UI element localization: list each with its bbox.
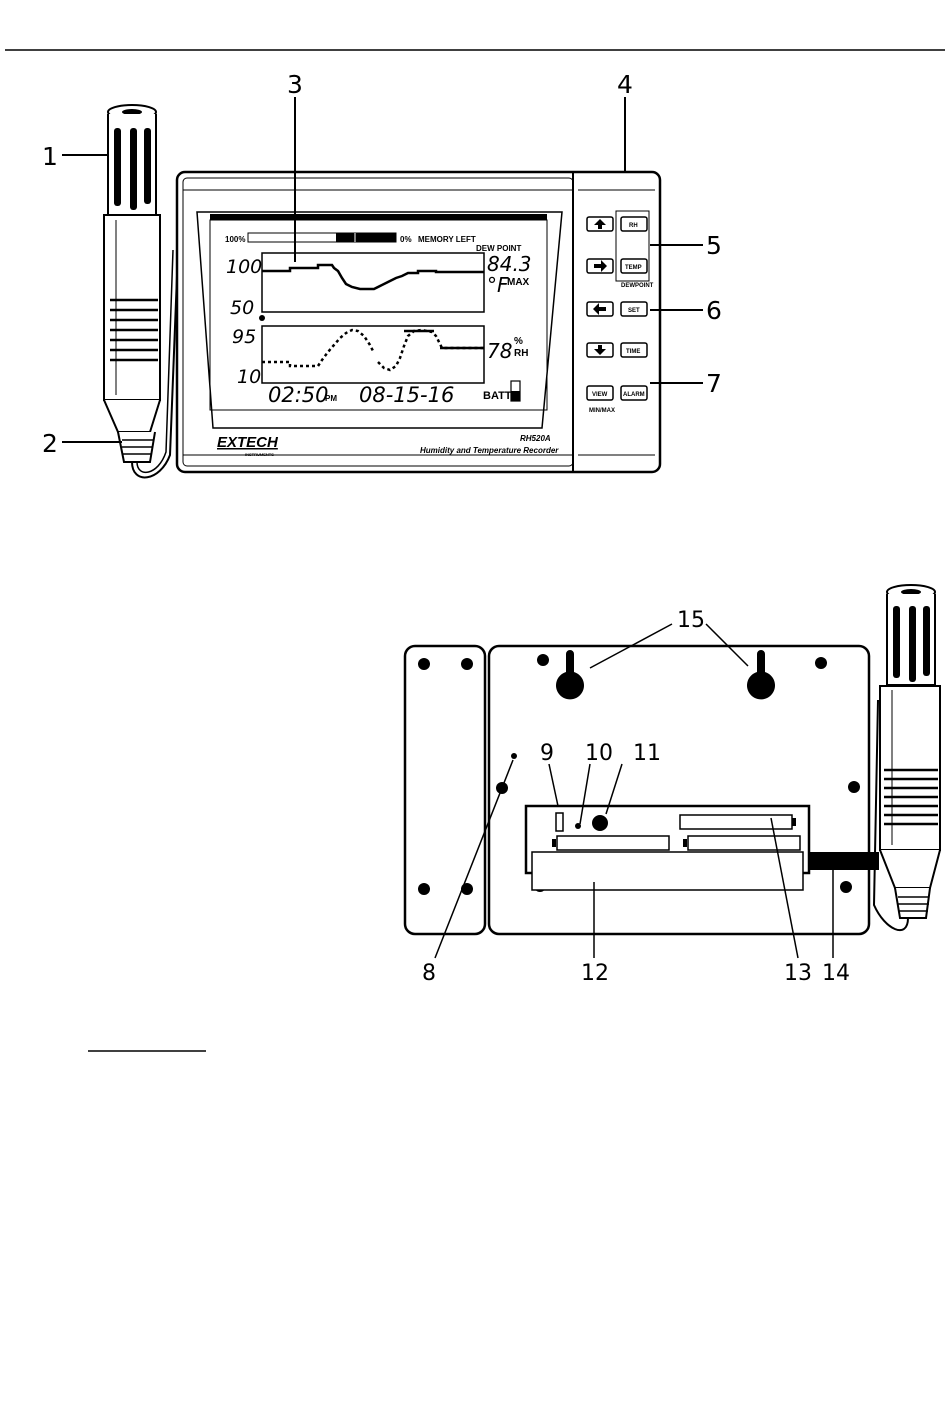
callout-7: 7 [706, 369, 722, 398]
rh-value: 78 [487, 339, 512, 363]
dewpoint-label: DEWPOINT [621, 283, 654, 289]
rh-button-label: RH [629, 223, 638, 229]
ampm-label: PM [325, 394, 337, 403]
view-button-label: VIEW [592, 392, 608, 398]
product-name: Humidity and Temperature Recorder [420, 446, 559, 455]
temp-scale-bottom: 50 [230, 297, 254, 319]
callout-5: 5 [706, 231, 722, 260]
callout-3: 3 [287, 70, 303, 99]
max-label: MAX [507, 277, 530, 288]
callout-8: 8 [422, 961, 436, 986]
temp-unit: °F [487, 273, 509, 297]
callout-4: 4 [617, 70, 633, 99]
alarm-button-label: ALARM [623, 392, 645, 398]
callout-11: 11 [633, 741, 661, 766]
brand-sub: INSTRUMENTS [245, 452, 274, 457]
time-readout: 02:50 [268, 383, 329, 407]
callout-9: 9 [540, 741, 554, 766]
callout-10: 10 [585, 741, 613, 766]
callout-1: 1 [42, 142, 58, 171]
rh-label: RH [514, 348, 528, 359]
model-number: RH520A [520, 434, 551, 443]
probe-rear [874, 585, 940, 930]
rh-percent: % [514, 336, 523, 347]
memory-left-label: MEMORY LEFT [418, 235, 476, 244]
callout-14: 14 [822, 961, 850, 986]
callout-6: 6 [706, 296, 722, 325]
minmax-label: MIN/MAX [589, 408, 615, 414]
rear-main-back [489, 646, 879, 934]
callout-15: 15 [677, 608, 705, 633]
rh-scale-bottom: 10 [237, 366, 261, 388]
brand-logo: EXTECH [217, 434, 279, 451]
probe-front [104, 105, 178, 477]
rh-scale-top: 95 [232, 326, 256, 348]
date-readout: 08-15-16 [359, 383, 454, 407]
batt-label: BATT [483, 390, 512, 402]
temp-scale-top: 100 [226, 256, 262, 278]
set-button-label: SET [628, 308, 640, 314]
time-button-label: TIME [626, 349, 640, 355]
callout-12: 12 [581, 961, 609, 986]
callout-13: 13 [784, 961, 812, 986]
callout-2: 2 [42, 429, 58, 458]
memory-full-label: 100% [225, 235, 245, 244]
temp-button-label: TEMP [625, 265, 642, 271]
memory-empty-label: 0% [400, 235, 412, 244]
